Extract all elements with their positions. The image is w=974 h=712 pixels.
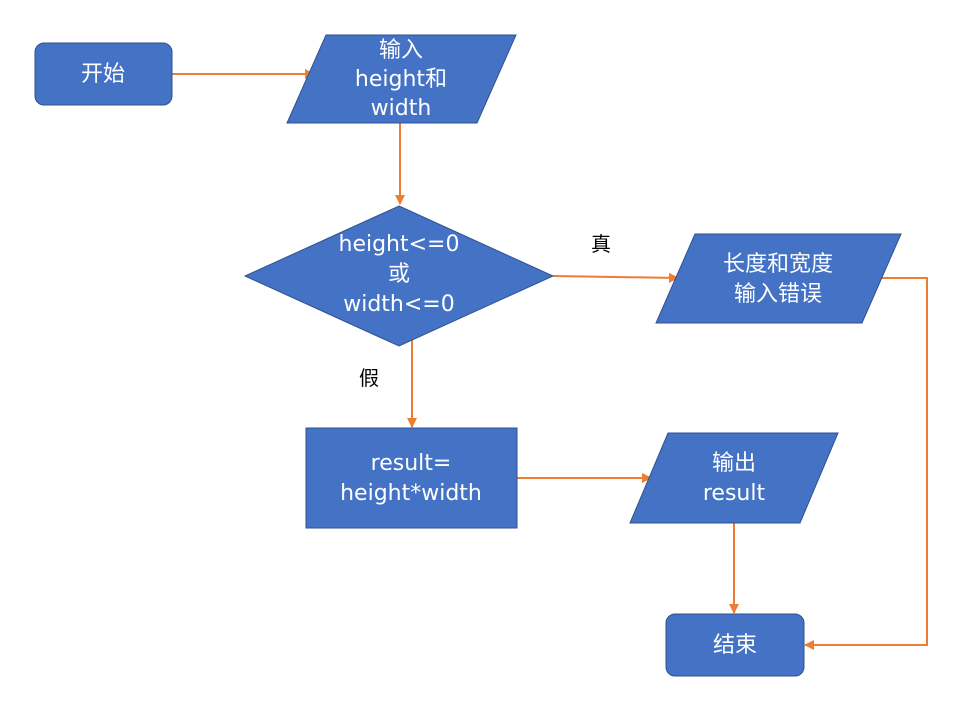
node-input-label: 输入 height和 width bbox=[355, 38, 447, 121]
node-output: 输出 result bbox=[629, 432, 839, 524]
node-calc-label: result= height*width bbox=[340, 451, 482, 506]
node-output-line: result bbox=[703, 481, 766, 506]
node-error-shape bbox=[655, 233, 902, 324]
node-decision-line: 或 bbox=[388, 262, 410, 287]
node-error-line: 输入错误 bbox=[734, 282, 822, 307]
node-start-line: 开始 bbox=[81, 62, 125, 87]
edge-label-false: 假 bbox=[359, 366, 379, 390]
node-start-shape bbox=[34, 42, 173, 106]
node-calc-line: height*width bbox=[340, 481, 482, 506]
node-input-shape bbox=[286, 34, 517, 124]
node-output-label: 输出 result bbox=[703, 451, 766, 506]
edges bbox=[172, 69, 928, 650]
node-calc: result= height*width bbox=[305, 427, 518, 529]
node-error-line: 长度和宽度 bbox=[723, 252, 833, 277]
node-error-label: 长度和宽度输入错误 bbox=[723, 252, 833, 307]
node-decision: height<=0 或 width<=0 bbox=[243, 205, 555, 347]
node-input-line: height和 bbox=[355, 67, 447, 92]
node-end-label: 结束 bbox=[713, 633, 757, 658]
node-calc-shape bbox=[305, 427, 518, 529]
edge-error-to-end bbox=[804, 277, 928, 650]
node-start-label: 开始 bbox=[81, 62, 125, 87]
node-calc-line: result= bbox=[371, 451, 452, 476]
node-start: 开始 bbox=[34, 42, 173, 106]
node-decision-shape bbox=[243, 205, 555, 347]
node-end-shape bbox=[665, 613, 805, 677]
node-decision-label: height<=0 或 width<=0 bbox=[339, 232, 460, 317]
node-input-line: 输入 bbox=[379, 38, 423, 63]
node-input-line: width bbox=[371, 96, 432, 121]
node-error: 长度和宽度输入错误 bbox=[655, 233, 902, 324]
node-decision-line: width<=0 bbox=[343, 292, 455, 317]
edge-decision-to-error bbox=[552, 272, 679, 283]
node-input: 输入 height和 width bbox=[286, 34, 517, 124]
node-output-line: 输出 bbox=[712, 451, 756, 476]
node-decision-line: height<=0 bbox=[339, 232, 460, 257]
edge-label-true: 真 bbox=[591, 232, 611, 256]
node-end: 结束 bbox=[665, 613, 805, 677]
node-output-shape bbox=[629, 432, 839, 524]
node-end-line: 结束 bbox=[713, 633, 757, 658]
